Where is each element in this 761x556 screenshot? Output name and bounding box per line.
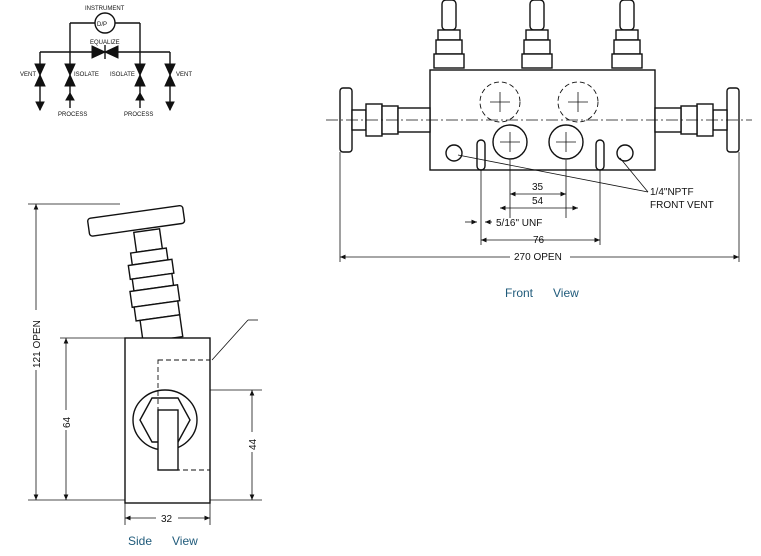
front-port-right [548,124,584,160]
thread-label: 5/16" UNF [496,218,542,229]
front-caption-word: Front [505,286,534,300]
isolate-left-label: ISOLATE [74,72,99,78]
equalize-valve-icon [91,45,107,59]
dim-64-label: 64 [62,416,73,428]
side-caption-word: Side [128,534,152,548]
top-handle-left [433,0,465,69]
rear-port-right [557,81,599,123]
top-handle-right [611,0,643,69]
vent-valve-right-icon [164,63,176,77]
isolate-valve-right-icon [134,63,146,77]
process-right-label: PROCESS [124,112,153,118]
rear-port-left [479,81,521,123]
dim-76-label: 76 [533,235,545,246]
dim-32-label: 32 [161,514,173,525]
dim-270-label: 270 OPEN [514,252,562,263]
isolate-valve-left-icon [64,63,76,77]
front-vent-label: FRONT VENT [650,200,714,211]
valve-schematic: INSTRUMENT D/P EQUALIZE VENT ISOLATE PRO… [20,6,192,118]
front-vent-left [445,144,463,162]
dim-44-label: 44 [248,438,259,450]
vent-left-label: VENT [20,72,36,78]
front-view-drawing: 35 54 5/16" UNF 76 270 OPEN 1/4"NPTF FRO… [326,0,752,300]
vent-thread-label: 1/4"NPTF [650,187,694,198]
side-handle-bar [87,204,186,237]
dim-35-label: 35 [532,182,544,193]
equalize-label: EQUALIZE [90,40,120,46]
front-port-left [492,124,528,160]
top-handle-middle [521,0,553,69]
side-view-drawing: 121 OPEN 64 44 32 Side View [28,203,262,548]
isolate-right-label: ISOLATE [110,72,135,78]
dim-54-label: 54 [532,196,544,207]
instrument-label: INSTRUMENT [85,6,125,12]
dp-label: D/P [97,22,107,28]
dim-121-label: 121 OPEN [32,320,43,368]
vent-right-label: VENT [176,72,192,78]
view-caption-word-side: View [172,534,198,548]
front-vent-right [616,144,634,162]
side-stem-assembly [127,227,184,343]
process-left-label: PROCESS [58,112,87,118]
vent-valve-left-icon [34,63,46,77]
view-caption-word-front: View [553,286,579,300]
